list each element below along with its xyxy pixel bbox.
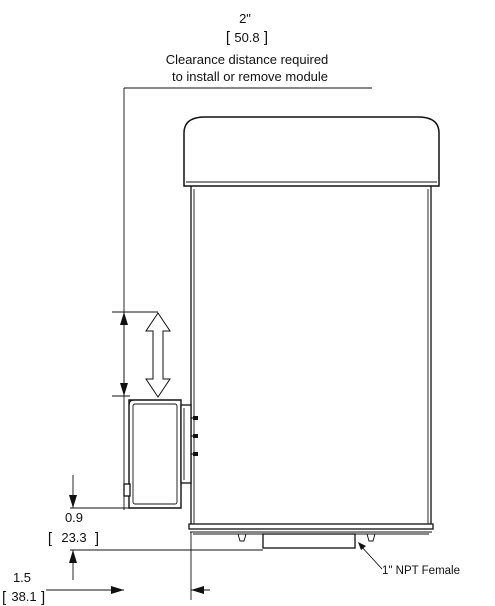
side-offset-mm: 38.1 [11,589,36,604]
tank-body [183,116,440,542]
module-movement-arrow [145,312,171,398]
module-offset-bracket-left: [ [48,530,53,547]
module-offset-inches: 0.9 [65,510,83,525]
side-offset-inches: 1.5 [13,570,31,585]
module-offset-dimension: 0.9 [ 23.3 ] [48,475,263,580]
port-label: 1" NPT Female [382,565,460,577]
electronic-module [123,399,198,509]
arrowhead-down [120,383,128,396]
clearance-bracket-right: ] [264,29,268,46]
clearance-dimension-label: 2" [ 50.8 ] Clearance distance required … [166,11,329,84]
side-offset-bracket-right: ] [41,589,45,606]
clearance-mm: 50.8 [234,30,259,45]
module-offset-bracket-right: ] [95,530,99,547]
clearance-note-line-2: to install or remove module [172,69,328,84]
module-offset-mm: 23.3 [61,530,86,545]
clearance-inches: 2" [239,11,251,26]
port-callout: 1" NPT Female [358,542,460,577]
clearance-note-line-1: Clearance distance required [166,52,329,67]
clearance-bracket-left: [ [226,29,231,46]
clearance-leader [123,87,372,510]
clearance-dimension-line [112,311,158,397]
npt-port [262,533,356,549]
side-offset-bracket-left: [ [2,589,7,606]
arrowhead-up [120,312,128,325]
tank-cap [183,116,440,187]
side-offset-dimension: 1.5 [ 38.1 ] [2,532,210,606]
